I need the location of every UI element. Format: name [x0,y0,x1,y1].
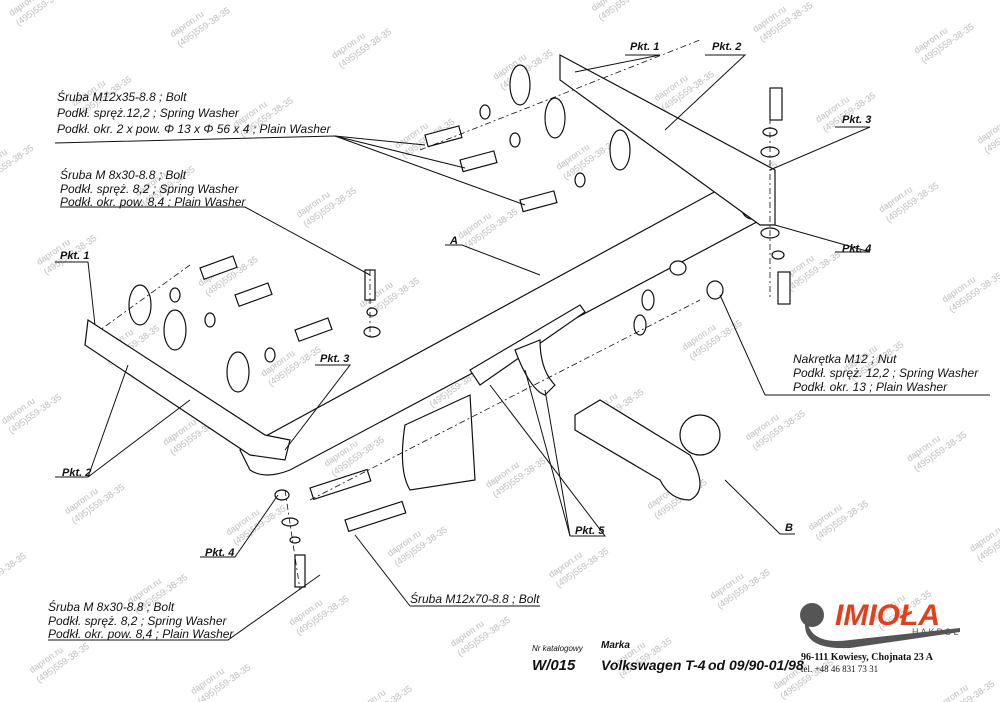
right-bracket [559,53,776,226]
svg-text:Pkt. 1: Pkt. 1 [60,250,89,262]
label-bolt-m12x35: Śruba M12x35-8.8 ; Bolt Podkł. spręż.12,… [57,89,332,136]
svg-text:A: A [449,235,458,247]
svg-text:od 09/90-01/98: od 09/90-01/98 [708,657,804,673]
svg-text:Volkswagen T-4: Volkswagen T-4 [601,657,706,673]
leader-lines [48,54,990,641]
svg-text:Pkt. 1: Pkt. 1 [630,41,659,53]
svg-text:tel. +48 46 831 73 31: tel. +48 46 831 73 31 [801,664,878,674]
svg-text:Podkł. spręż.12,2 ; Spring Was: Podkł. spręż.12,2 ; Spring Washer [57,106,240,120]
svg-text:Podkł. okr. pow. 8,4 ; Plain W: Podkł. okr. pow. 8,4 ; Plain Washer [48,627,234,641]
svg-text:Nakrętka M12 ; Nut: Nakrętka M12 ; Nut [793,352,897,366]
svg-text:Pkt. 2: Pkt. 2 [712,41,741,53]
svg-text:Śruba M 8x30-8.8 ; Bolt: Śruba M 8x30-8.8 ; Bolt [60,167,187,182]
point-labels: Pkt. 1 Pkt. 2 Pkt. 3 Pkt. 4 Pkt. 1 Pkt. … [60,41,871,559]
svg-text:Pkt. 4: Pkt. 4 [842,243,871,255]
svg-text:Podkł. okr. pow. 8,4 ; Plain W: Podkł. okr. pow. 8,4 ; Plain Washer [60,195,246,209]
axis-lines [99,39,771,591]
svg-text:Pkt. 4: Pkt. 4 [205,547,234,559]
svg-text:96-111 Kowiesy, Chojnata 23 A: 96-111 Kowiesy, Chojnata 23 A [801,652,934,663]
svg-text:HAKPOL: HAKPOL [912,627,961,637]
svg-text:Śruba M 8x30-8.8 ; Bolt: Śruba M 8x30-8.8 ; Bolt [48,599,175,614]
svg-text:Pkt. 3: Pkt. 3 [320,353,349,365]
svg-text:Pkt. 3: Pkt. 3 [842,114,871,126]
title-block: Nr katalogowy W/015 Marka Volkswagen T-4… [532,640,934,674]
svg-text:IMIOŁA: IMIOŁA [835,599,940,632]
svg-text:Podkł. spręż. 8,2 ; Spring Was: Podkł. spręż. 8,2 ; Spring Washer [60,182,240,196]
hook-mount [514,339,556,396]
label-bolt-m8x30-top: Śruba M 8x30-8.8 ; Bolt Podkł. spręż. 8,… [60,167,246,209]
svg-text:Nr katalogowy: Nr katalogowy [532,644,584,653]
svg-text:Pkt. 5: Pkt. 5 [575,525,605,537]
svg-text:Śruba M12x35-8.8 ; Bolt: Śruba M12x35-8.8 ; Bolt [57,89,187,104]
label-bolt-m8x30-bottom: Śruba M 8x30-8.8 ; Bolt Podkł. spręż. 8,… [48,599,234,641]
socket-plate [401,394,476,491]
left-bracket [84,318,291,461]
label-nut-m12: Nakrętka M12 ; Nut Podkł. spręż. 12,2 ; … [793,352,979,394]
svg-text:Podkł. okr. 2 x pow. Φ 13 x Φ: Podkł. okr. 2 x pow. Φ 13 x Φ 56 x 4 ; P… [57,122,332,136]
imiola-logo: IMIOŁA HAKPOL [800,599,961,649]
svg-text:Marka: Marka [601,640,630,651]
svg-text:W/015: W/015 [532,657,576,674]
svg-text:Podkł. okr. 13 ; Plain Washer: Podkł. okr. 13 ; Plain Washer [793,380,948,394]
svg-text:Podkł. spręż. 8,2 ; Spring Was: Podkł. spręż. 8,2 ; Spring Washer [48,614,228,628]
svg-text:Pkt. 2: Pkt. 2 [62,467,91,479]
svg-text:B: B [785,522,793,534]
svg-text:Podkł. spręż. 12,2 ; Spring Wa: Podkł. spręż. 12,2 ; Spring Washer [793,366,979,380]
tow-ball [574,399,721,501]
label-bolt-m12x70: Śruba M12x70-8.8 ; Bolt [410,591,540,606]
